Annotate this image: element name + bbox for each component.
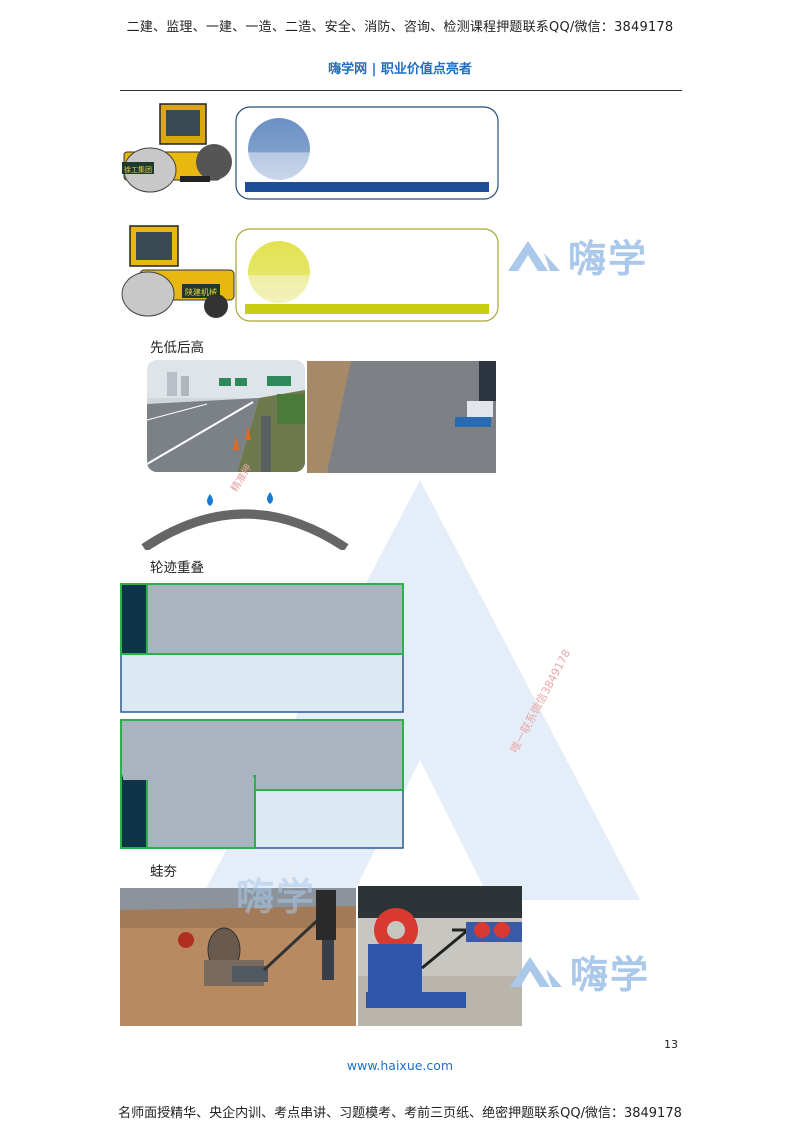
heading-low-then-high: 先低后高 [150, 340, 204, 356]
overlap-diagram-2 [120, 719, 404, 849]
water-drop-icon [267, 492, 273, 504]
site-title: 嗨学网 | 职业价值点亮者 [328, 62, 472, 77]
footer-url-link[interactable]: www.haixue.com [346, 1058, 454, 1073]
drum-circle-2 [248, 241, 310, 303]
watermark-logo-1: 嗨学 [508, 228, 648, 283]
asphalt-photo [307, 361, 496, 473]
compaction-panel-1 [235, 106, 499, 200]
header-banner: 二建、监理、一建、一造、二造、安全、消防、咨询、检测课程押题联系QQ/微信：38… [126, 20, 674, 35]
layer-bar-2 [245, 304, 489, 314]
overlap-diagram-1 [120, 583, 404, 713]
roller-image-1: 徐工集团 [122, 103, 232, 193]
header-rule [120, 90, 682, 91]
layer-bar-1 [245, 182, 489, 192]
roller-image-2: 陕建机械 [121, 225, 235, 318]
frog-rammer-photo-1 [120, 888, 356, 1026]
drum-circle-1 [248, 118, 310, 180]
watermark-logo-3: 嗨学 [236, 875, 317, 919]
highway-photo [147, 360, 305, 472]
roller-brand-label-1: 徐工集团 [124, 165, 152, 174]
watermark-logo-2: 嗨学 [510, 944, 650, 999]
crown-arch-diagram [141, 492, 349, 550]
page-number: 13 [664, 1038, 678, 1051]
footer-banner: 名师面授精华、央企内训、考点串讲、习题模考、考前三页纸、绝密押题联系QQ/微信：… [118, 1106, 682, 1121]
compaction-panel-2 [235, 228, 499, 322]
frog-rammer-photo-2 [358, 886, 522, 1026]
heading-wheel-track-overlap: 轮迹重叠 [150, 560, 204, 576]
water-drop-icon [207, 494, 213, 506]
heading-frog-rammer: 蛙夯 [150, 864, 177, 880]
roller-brand-label-2: 陕建机械 [185, 287, 217, 297]
